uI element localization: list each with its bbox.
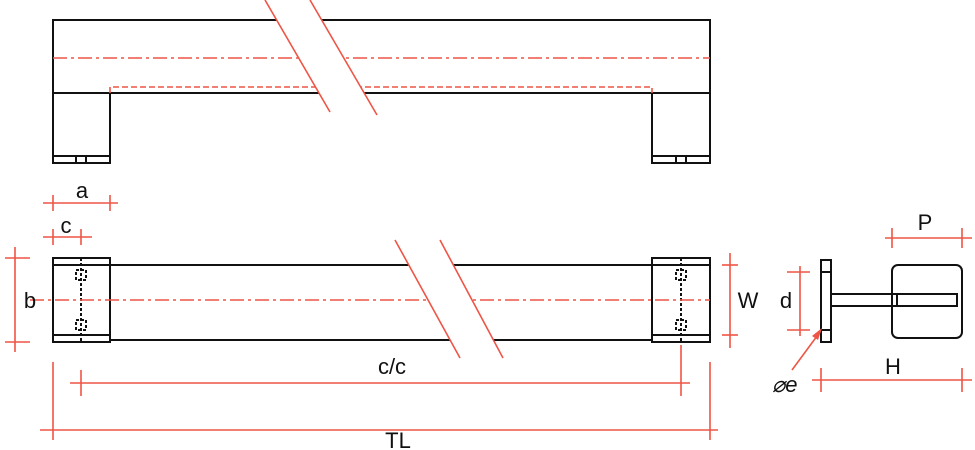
dim-TL-label: TL [385,428,411,450]
break-line [439,239,504,359]
dimensions: a c b W c/c TL d P H ⌀e [5,178,972,450]
top-bar [52,19,711,94]
front-bar [52,264,711,341]
break-line [309,0,378,116]
rod [830,293,898,307]
break-line [394,239,461,359]
top-view [52,0,711,164]
dim-cc-label: c/c [378,354,406,379]
dim-a-label: a [76,178,89,203]
left-leg [52,92,111,164]
dim-b-label: b [24,288,36,313]
break-line [264,0,331,113]
dim-c-label: c [61,213,72,238]
dim-d-label: d [780,288,792,313]
right-leg [651,92,711,164]
dim-e-label: ⌀e [772,372,797,397]
dim-H-label: H [885,354,901,379]
wood-section [891,264,963,339]
front-view [30,239,711,359]
dim-W-label: W [738,288,759,313]
side-view [820,259,963,343]
dim-P-label: P [918,210,933,235]
